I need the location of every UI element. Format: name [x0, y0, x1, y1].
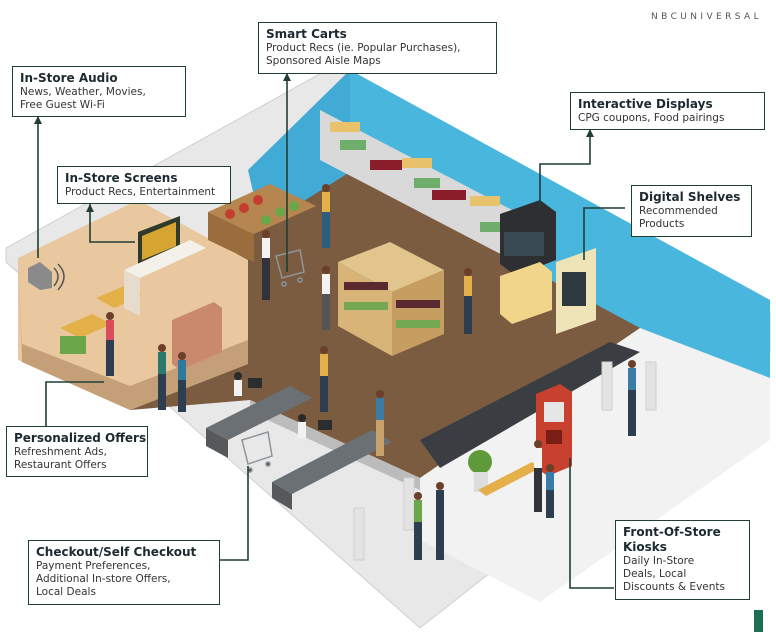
callout-line: Refreshment Ads,: [14, 446, 107, 458]
callout-line: Additional In-store Offers,: [36, 573, 171, 585]
callout-line: Product Recs (ie. Popular Purchases),: [266, 42, 461, 54]
digital-shelf-unit: [556, 248, 596, 334]
speaker-icon: [28, 262, 65, 291]
interactive-display-unit: [500, 200, 556, 324]
center-gondola: [338, 242, 444, 356]
callout-line: Sponsored Aisle Maps: [266, 55, 381, 67]
callout-line: Free Guest Wi-Fi: [20, 99, 105, 111]
callout-line: Products: [639, 218, 685, 230]
callout-in-store-screens: In-Store Screens Product Recs, Entertain…: [57, 166, 231, 204]
callout-line: Restaurant Offers: [14, 459, 107, 471]
callout-title: In-Store Audio: [20, 71, 118, 85]
callout-leaders: [37, 73, 625, 589]
callout-checkout: Checkout/Self Checkout Payment Preferenc…: [28, 540, 220, 605]
callout-interactive-displays: Interactive Displays CPG coupons, Food p…: [570, 92, 765, 130]
callout-line: News, Weather, Movies,: [20, 86, 146, 98]
callout-smart-carts: Smart Carts Product Recs (ie. Popular Pu…: [258, 22, 497, 74]
security-gates: [353, 361, 657, 561]
callout-title: In-Store Screens: [65, 171, 178, 185]
callout-line: Recommended: [639, 205, 718, 217]
checkout-lanes: [206, 378, 392, 510]
kiosk-icon: [536, 384, 572, 476]
callout-line: Product Recs, Entertainment: [65, 186, 216, 198]
cafe-floor: [22, 340, 248, 410]
brand-mark: [754, 610, 763, 632]
arrowheads: [34, 73, 594, 212]
back-left-wall: [248, 70, 350, 222]
back-shelves: [320, 110, 512, 260]
shopping-cart-icon: [241, 249, 305, 473]
front-left-wall: [250, 400, 420, 490]
callout-title: Checkout/Self Checkout: [36, 545, 197, 559]
callout-line: Local Deals: [36, 586, 96, 598]
produce-bins: [208, 184, 316, 262]
back-right-wall: [350, 70, 770, 400]
callout-digital-shelves: Digital Shelves Recommended Products: [631, 185, 752, 237]
callout-title: Smart Carts: [266, 27, 347, 41]
front-divider-wall: [420, 342, 640, 468]
callout-line: CPG coupons, Food pairings: [578, 112, 725, 124]
callout-title: Personalized Offers: [14, 431, 147, 445]
shoppers: [106, 184, 636, 560]
entrance-floor: [420, 328, 770, 602]
callout-line: Deals, Local: [623, 568, 687, 580]
planter: [468, 450, 540, 496]
callout-kiosks: Front-Of-Store Kiosks Daily In-Store Dea…: [615, 520, 750, 600]
callout-title: Digital Shelves: [639, 190, 741, 204]
callout-title: Front-Of-Store: [623, 525, 721, 539]
callout-title: Kiosks: [623, 540, 667, 554]
callout-line: Payment Preferences,: [36, 560, 151, 572]
callout-title: Interactive Displays: [578, 97, 713, 111]
callout-line: Discounts & Events: [623, 581, 725, 593]
brand-wordmark: NBCUNIVERSAL: [651, 12, 762, 22]
callout-personalized-offers: Personalized Offers Refreshment Ads, Res…: [6, 426, 148, 477]
callout-line: Daily In-Store: [623, 555, 695, 567]
callout-in-store-audio: In-Store Audio News, Weather, Movies, Fr…: [12, 66, 186, 117]
